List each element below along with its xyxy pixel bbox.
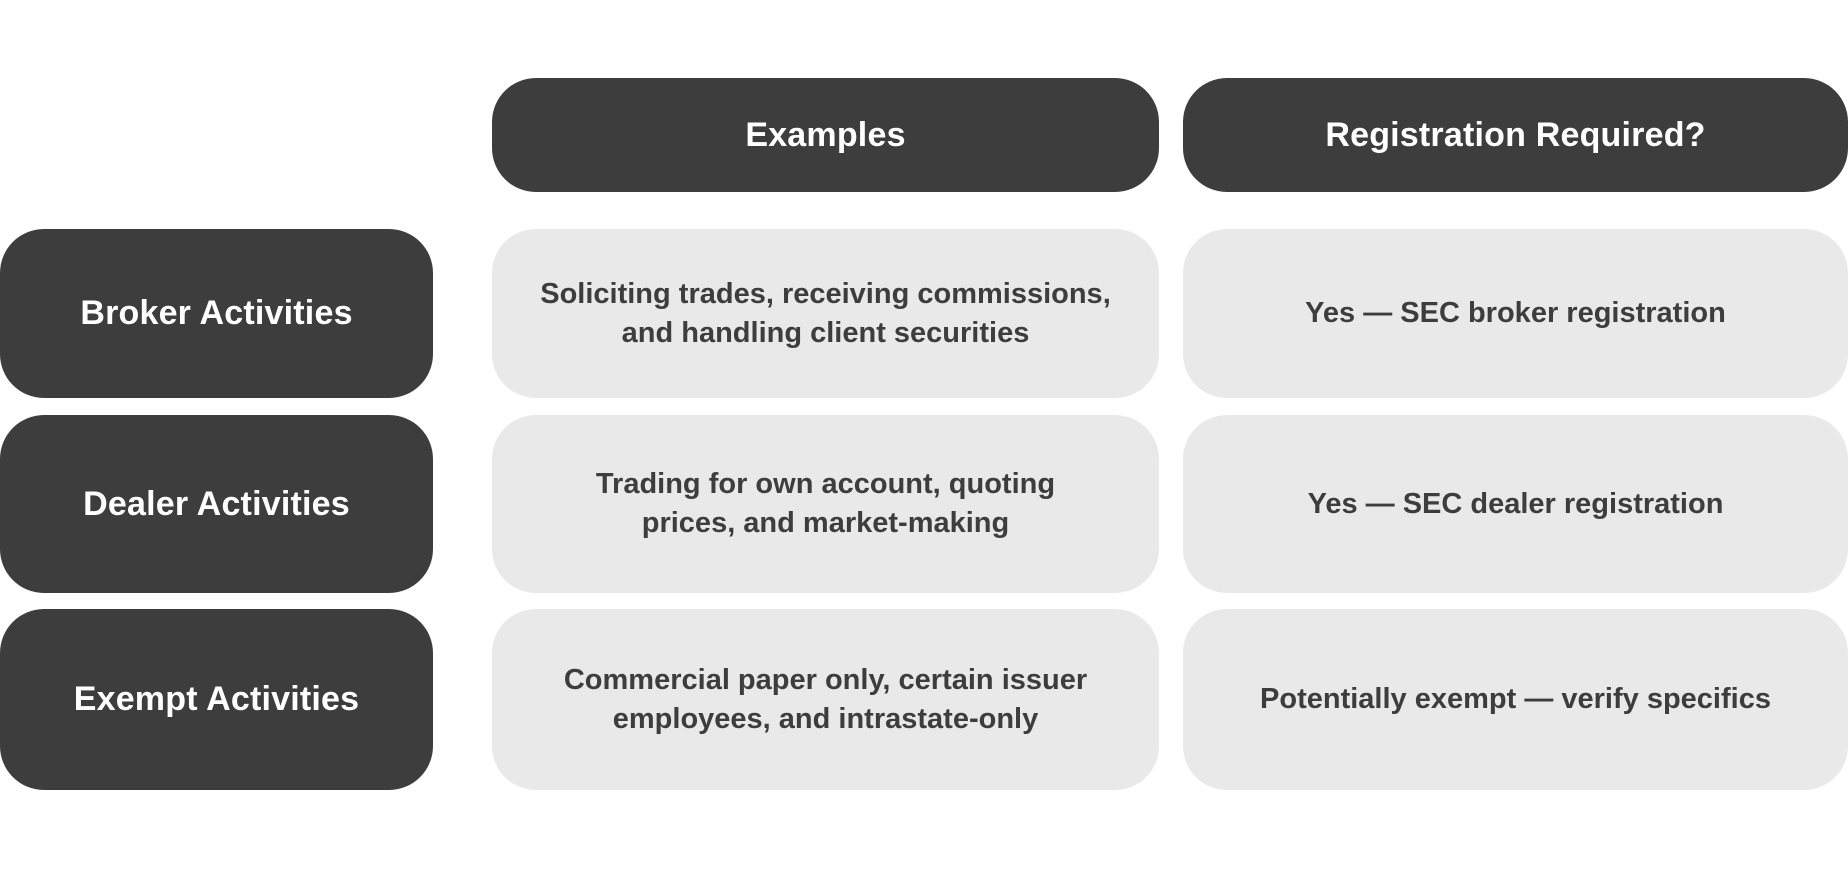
cell-exempt-examples-text: Commercial paper only, certain issuer em…: [563, 663, 1088, 735]
cell-broker-registration: Yes — SEC broker registration: [1183, 229, 1848, 398]
row-header-dealer-activities-label: Dealer Activities: [83, 484, 350, 523]
cell-dealer-examples-text: Trading for own account, quoting prices,…: [595, 468, 1056, 539]
cell-broker-registration-text: Yes — SEC broker registration: [1305, 297, 1726, 330]
cell-dealer-registration-text: Yes — SEC dealer registration: [1307, 487, 1724, 520]
column-header-examples: Examples: [492, 78, 1159, 192]
row-header-exempt-activities-label: Exempt Activities: [73, 680, 360, 718]
column-header-examples-label: Examples: [745, 115, 906, 154]
cell-dealer-examples: Trading for own account, quoting prices,…: [492, 415, 1159, 593]
row-header-exempt-activities: Exempt Activities: [0, 609, 433, 790]
cell-broker-examples-text: Soliciting trades, receiving commissions…: [540, 277, 1111, 349]
column-header-registration-required-label: Registration Required?: [1325, 115, 1706, 154]
activity-table: Examples Registration Required? Broker A…: [0, 78, 1848, 790]
row-header-broker-activities-label: Broker Activities: [80, 294, 353, 332]
cell-exempt-registration: Potentially exempt — verify specifics: [1183, 609, 1848, 790]
cell-exempt-examples: Commercial paper only, certain issuer em…: [492, 609, 1159, 790]
column-header-registration-required: Registration Required?: [1183, 78, 1848, 192]
cell-dealer-registration: Yes — SEC dealer registration: [1183, 415, 1848, 593]
row-header-dealer-activities: Dealer Activities: [0, 415, 433, 593]
cell-exempt-registration-text: Potentially exempt — verify specifics: [1260, 683, 1771, 716]
row-header-broker-activities: Broker Activities: [0, 229, 433, 398]
cell-broker-examples: Soliciting trades, receiving commissions…: [492, 229, 1159, 398]
